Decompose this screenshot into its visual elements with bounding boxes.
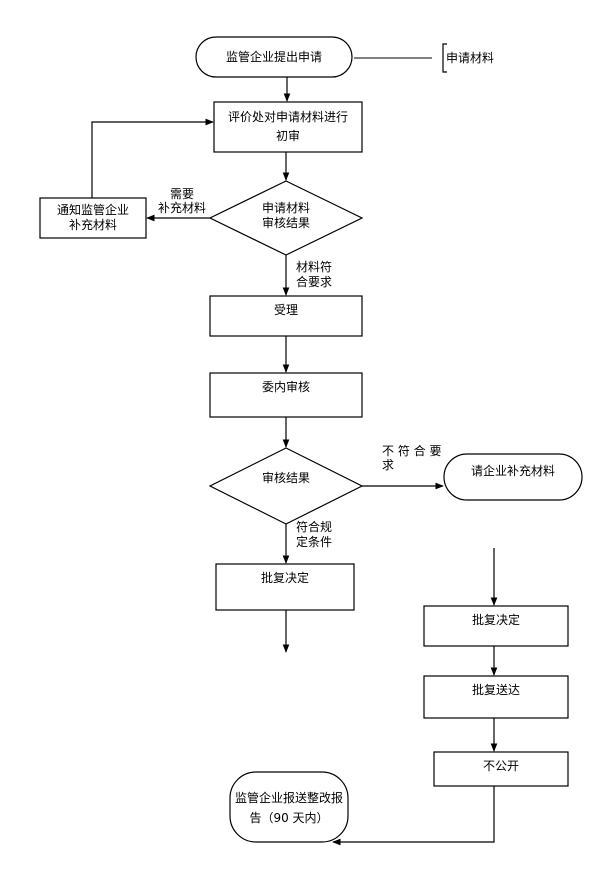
send-label: 批复送达: [471, 683, 520, 697]
approve-right-box: [423, 605, 569, 647]
edge-label-need-supplement: 需要 补充材料: [157, 187, 206, 215]
materials-note-label: 申请材料: [446, 51, 495, 65]
edge-label-meets-conditions: 符合规 定条件: [296, 520, 333, 549]
edge-label-not-meet: 不 符 合 要 求: [382, 444, 442, 472]
arrow-private-report: [332, 786, 495, 846]
report-terminal: [229, 771, 349, 843]
approve-right-label: 批复决定: [471, 613, 520, 627]
initial-review-box: [213, 101, 363, 153]
request-supplement-terminal: [443, 453, 583, 501]
approve-left-box: [215, 563, 355, 611]
approve-left-label: 批复决定: [260, 571, 309, 585]
committee-review-label: 委内审核: [261, 380, 310, 394]
start-label: 监管企业提出申请: [225, 50, 322, 64]
send-box: [423, 675, 569, 719]
edge-label-meets-requirements: 材料符 合要求: [296, 260, 333, 289]
private-label: 不公开: [482, 759, 519, 773]
notify-box: [39, 197, 147, 239]
accept-label: 受理: [273, 303, 298, 317]
arrow-notify-review: [91, 118, 214, 198]
materials-note-bracket: [442, 43, 447, 73]
initial-review-label: 评价处对申请材料进行 初审: [227, 110, 348, 143]
report-label: 监管企业报送整改报 告（90 天内）: [234, 791, 343, 825]
decision2-label: 审核结果: [261, 471, 310, 485]
private-box: [433, 751, 569, 787]
request-supplement-label: 请企业补充材料: [470, 464, 555, 478]
decision1-label: 申请材料 审核结果: [261, 201, 310, 230]
start-terminal: [195, 36, 353, 78]
notify-label: 通知监管企业 补充材料: [56, 203, 129, 232]
